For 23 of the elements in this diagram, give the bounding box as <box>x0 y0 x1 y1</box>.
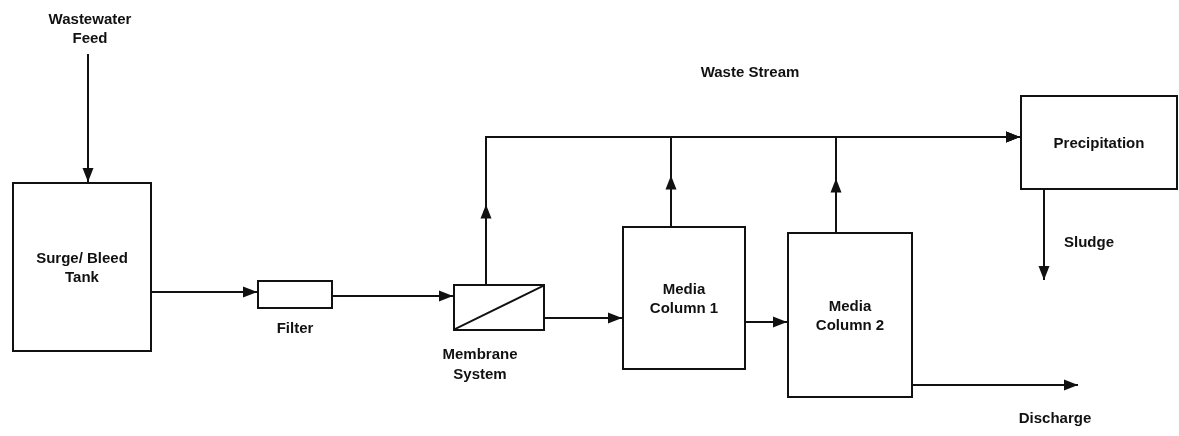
node-label: Wastewater Feed <box>47 8 133 48</box>
arrow <box>912 379 1079 391</box>
membrane-box <box>453 284 545 331</box>
arrow <box>332 290 454 302</box>
filter-box <box>257 280 333 309</box>
stream-label: Waste Stream <box>699 62 801 82</box>
arrow <box>1038 189 1050 281</box>
arrow <box>82 53 94 183</box>
node-label: Media Column 2 <box>814 295 886 335</box>
node-caption: Membrane System <box>441 344 519 383</box>
process-box <box>622 226 746 370</box>
arrow <box>151 286 258 298</box>
node-label: Media Column 1 <box>648 278 720 318</box>
arrow <box>544 312 623 324</box>
process-box <box>12 182 152 352</box>
arrow <box>745 316 788 328</box>
edge-label: Sludge <box>1063 232 1115 252</box>
node-label: Precipitation <box>1052 132 1146 153</box>
process-box <box>1020 95 1178 190</box>
process-box <box>787 232 913 398</box>
edge-label: Discharge <box>1017 408 1093 428</box>
node-caption: Filter <box>275 318 315 338</box>
node-label: Surge/ Bleed Tank <box>35 247 129 287</box>
